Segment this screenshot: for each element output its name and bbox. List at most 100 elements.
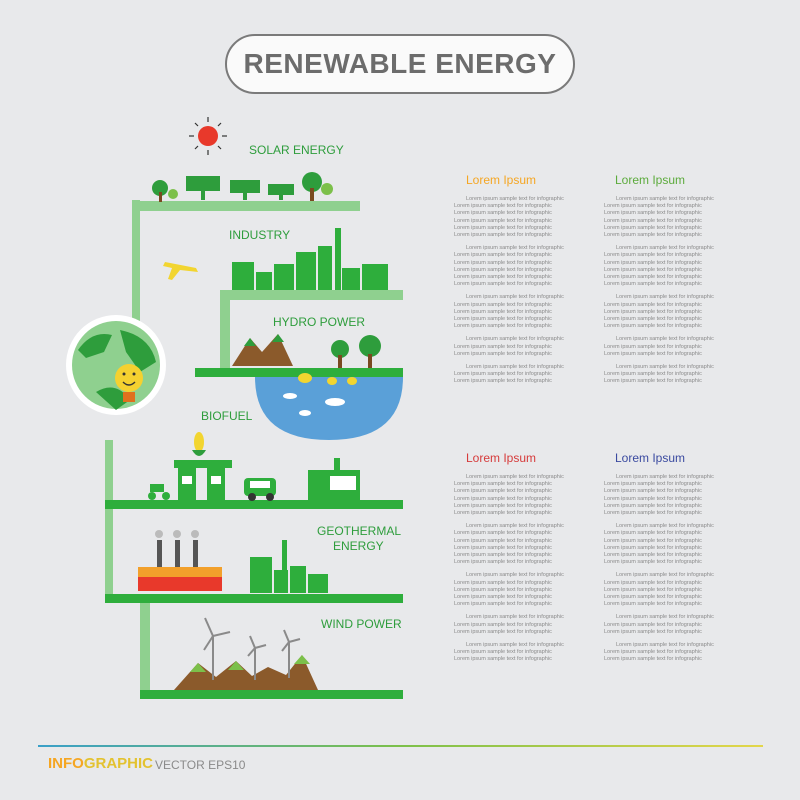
earth-globe-icon [66, 315, 166, 415]
biofuel-factory-icon [308, 458, 360, 500]
title-banner: RENEWABLE ENERGY [225, 34, 575, 94]
body-line: Lorem ipsum sample text for infographic [454, 259, 552, 266]
footer-word-graphic: GRAPHIC [83, 755, 154, 772]
body-line: Lorem ipsum sample text for infographic [454, 579, 552, 586]
label-solar-energy: SOLAR ENERGY [249, 143, 344, 157]
wind-hills-icon [174, 655, 318, 690]
body-line: Lorem ipsum sample text for infographic [604, 378, 702, 385]
airplane-icon [163, 262, 198, 280]
body-line: Lorem ipsum sample text for infographic [454, 502, 552, 509]
body-line: Lorem ipsum sample text for infographic [466, 474, 564, 480]
body-line: Lorem ipsum sample text for infographic [604, 210, 702, 217]
body-line: Lorem ipsum sample text for infographic [604, 274, 702, 281]
body-line: Lorem ipsum sample text for infographic [454, 559, 552, 566]
body-line: Lorem ipsum sample text for infographic [616, 523, 714, 530]
body-line: Lorem ipsum sample text for infographic [604, 601, 702, 608]
body-line: Lorem ipsum sample text for infographic [604, 343, 702, 350]
body-line: Lorem ipsum sample text for infographic [604, 495, 702, 502]
body-line: Lorem ipsum sample text for infographic [454, 232, 552, 239]
body-line: Lorem ipsum sample text for infographic [604, 232, 702, 239]
footer-title: INFOGRAPHIC [48, 755, 153, 772]
body-line: Lorem ipsum sample text for infographic [604, 621, 702, 628]
footer-divider [38, 745, 763, 747]
body-line: Lorem ipsum sample text for infographic [454, 210, 552, 217]
body-line: Lorem ipsum sample text for infographic [466, 364, 564, 371]
label-energy: ENERGY [333, 539, 384, 553]
body-line: Lorem ipsum sample text for infographic [616, 364, 714, 371]
label-biofuel: BIOFUEL [201, 409, 253, 423]
body-line: Lorem ipsum sample text for infographic [604, 224, 702, 231]
body-line: Lorem ipsum sample text for infographic [454, 316, 552, 323]
body-line: Lorem ipsum sample text for infographic [454, 301, 552, 308]
body-line: Lorem ipsum sample text for infographic [616, 294, 714, 301]
body-line: Lorem ipsum sample text for infographic [616, 196, 714, 202]
body-line: Lorem ipsum sample text for infographic [604, 628, 702, 635]
lake-icon [255, 377, 403, 440]
body-line: Lorem ipsum sample text for infographic [604, 371, 702, 378]
corn-icon [192, 432, 206, 456]
industry-buildings-icon [232, 228, 388, 290]
body-line: Lorem ipsum sample text for infographic [616, 572, 714, 579]
body-line: Lorem ipsum sample text for infographic [454, 656, 552, 663]
body-line: Lorem ipsum sample text for infographic [466, 523, 564, 530]
hills-icon [232, 334, 293, 366]
body-line: Lorem ipsum sample text for infographic [604, 649, 702, 656]
body-line: Lorem ipsum sample text for infographic [454, 378, 552, 385]
body-line: Lorem ipsum sample text for infographic [454, 628, 552, 635]
wind-turbine-icon [203, 617, 301, 680]
body-line: Lorem ipsum sample text for infographic [454, 217, 552, 224]
body-line: Lorem ipsum sample text for infographic [604, 510, 702, 517]
body-line: Lorem ipsum sample text for infographic [604, 559, 702, 566]
column-heading: Lorem Ipsum [466, 173, 537, 187]
body-line: Lorem ipsum sample text for infographic [454, 530, 552, 537]
body-line: Lorem ipsum sample text for infographic [454, 308, 552, 315]
body-line: Lorem ipsum sample text for infographic [604, 656, 702, 663]
body-line: Lorem ipsum sample text for infographic [454, 488, 552, 495]
body-line: Lorem ipsum sample text for infographic [616, 245, 714, 252]
body-line: Lorem ipsum sample text for infographic [466, 572, 564, 579]
column-heading: Lorem Ipsum [615, 451, 686, 465]
body-line: Lorem ipsum sample text for infographic [616, 474, 714, 480]
scooter-icon [148, 484, 170, 500]
body-line: Lorem ipsum sample text for infographic [454, 552, 552, 559]
body-line: Lorem ipsum sample text for infographic [454, 343, 552, 350]
body-line: Lorem ipsum sample text for infographic [616, 336, 714, 343]
sun-icon [189, 117, 227, 155]
duck-icon [298, 373, 357, 385]
body-line: Lorem ipsum sample text for infographic [604, 266, 702, 273]
body-line: Lorem ipsum sample text for infographic [454, 537, 552, 544]
body-line: Lorem ipsum sample text for infographic [604, 259, 702, 266]
body-line: Lorem ipsum sample text for infographic [604, 323, 702, 330]
body-line: Lorem ipsum sample text for infographic [604, 537, 702, 544]
body-line: Lorem ipsum sample text for infographic [454, 274, 552, 281]
column-heading: Lorem Ipsum [615, 173, 686, 187]
body-line: Lorem ipsum sample text for infographic [466, 245, 564, 252]
body-line: Lorem ipsum sample text for infographic [454, 371, 552, 378]
body-line: Lorem ipsum sample text for infographic [604, 594, 702, 601]
body-line: Lorem ipsum sample text for infographic [454, 224, 552, 231]
label-hydro-power: HYDRO POWER [273, 315, 366, 329]
body-line: Lorem ipsum sample text for infographic [604, 488, 702, 495]
body-line: Lorem ipsum sample text for infographic [454, 495, 552, 502]
body-line: Lorem ipsum sample text for infographic [454, 281, 552, 288]
tree-icon [302, 172, 333, 201]
body-line: Lorem ipsum sample text for infographic [466, 614, 564, 621]
body-line: Lorem ipsum sample text for infographic [454, 621, 552, 628]
solar-panel-icon [186, 176, 294, 200]
body-line: Lorem ipsum sample text for infographic [604, 203, 702, 210]
body-line: Lorem ipsum sample text for infographic [454, 252, 552, 259]
label-wind-power: WIND POWER [321, 617, 402, 631]
body-line: Lorem ipsum sample text for infographic [604, 281, 702, 288]
body-line: Lorem ipsum sample text for infographic [604, 217, 702, 224]
footer-subtitle: VECTOR EPS10 [155, 758, 246, 772]
body-line: Lorem ipsum sample text for infographic [604, 252, 702, 259]
label-geothermal: GEOTHERMAL [317, 524, 402, 538]
body-line: Lorem ipsum sample text for infographic [604, 530, 702, 537]
body-line: Lorem ipsum sample text for infographic [454, 649, 552, 656]
tree-icon [331, 340, 349, 368]
body-line: Lorem ipsum sample text for infographic [466, 642, 564, 649]
body-line: Lorem ipsum sample text for infographic [466, 336, 564, 343]
lightbulb-icon [115, 364, 143, 402]
